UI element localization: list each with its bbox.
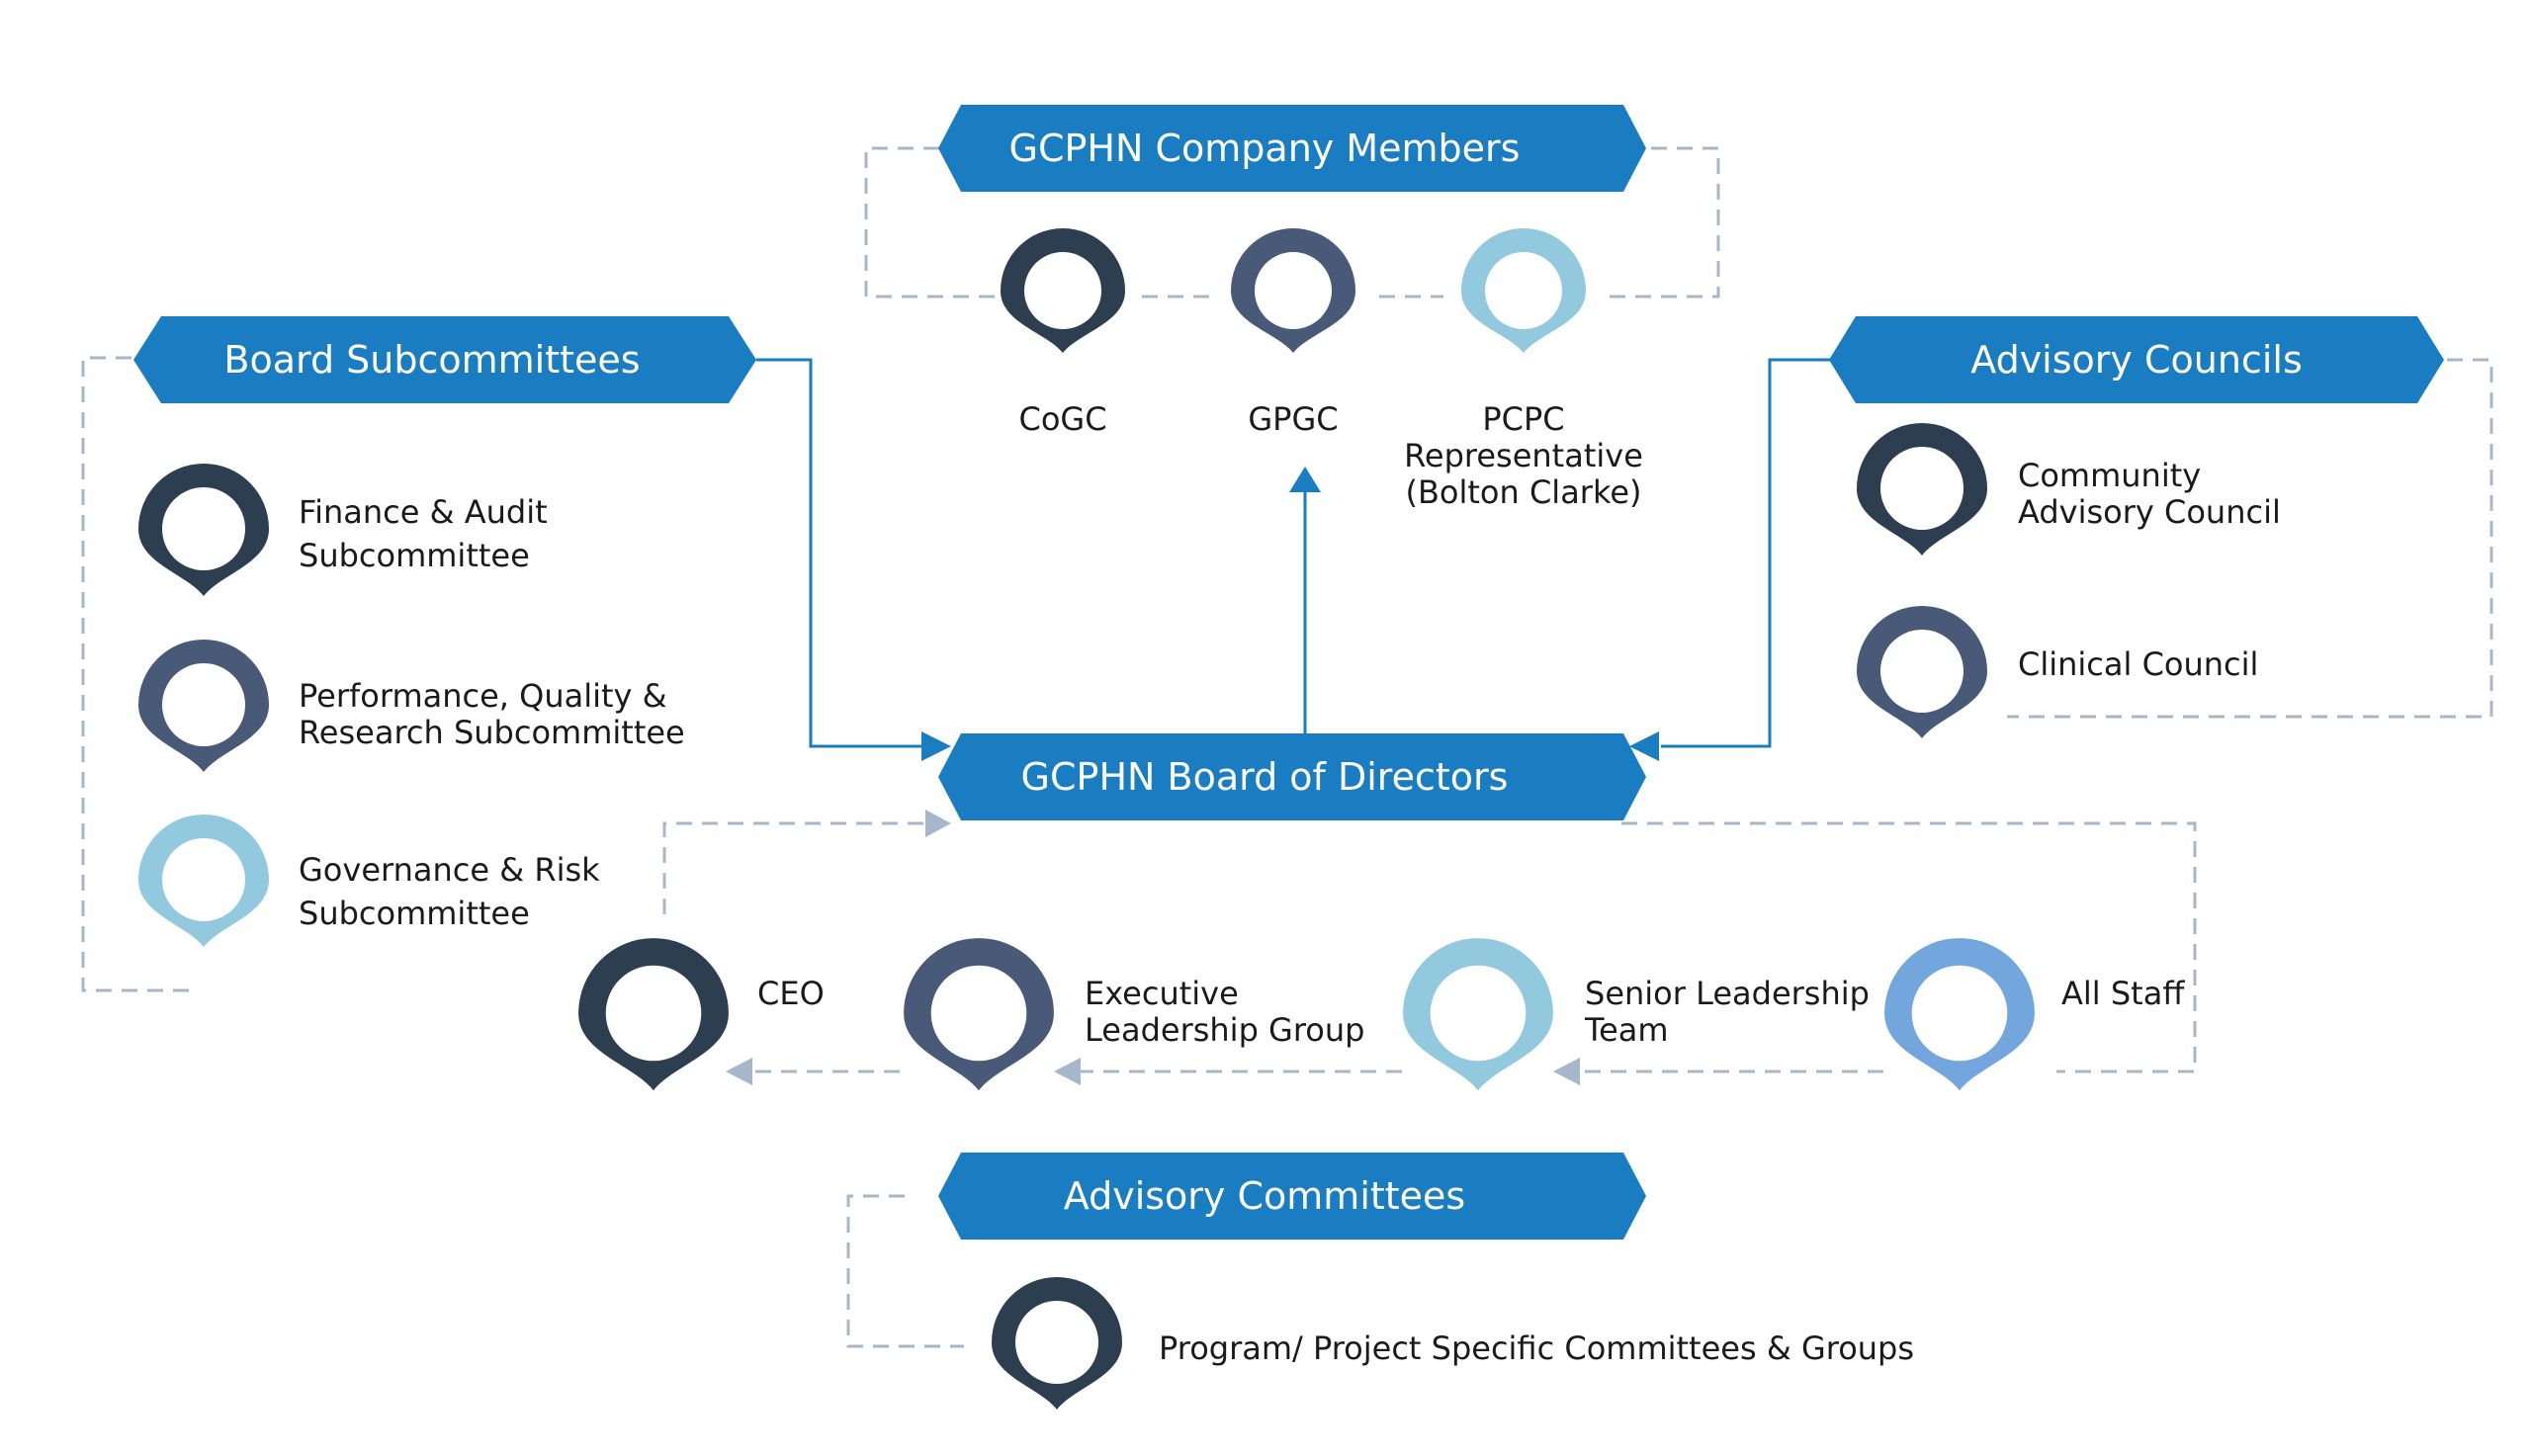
staff-all-label: All Staff (2061, 975, 2185, 1012)
arrow-to-ceo-icon (726, 1058, 752, 1085)
council-clinical: Clinical Council (1857, 606, 2258, 738)
committee-program: Program/ Project Specific Committees & G… (992, 1277, 1914, 1410)
board-to-all-staff-link (1621, 821, 2197, 1073)
pin-senior-icon (1403, 938, 1553, 1091)
subcommittee-governance-line1: Governance & Risk (299, 851, 600, 889)
member-gpgc-label: GPGC (1248, 400, 1338, 438)
staff-executive-line2: Leadership Group (1085, 1011, 1364, 1049)
staff-ceo-label: CEO (757, 975, 825, 1012)
banner-advisory-committees: Advisory Committees (938, 1153, 1646, 1240)
banner-company-members-label: GCPHN Company Members (1009, 127, 1521, 170)
member-pcpc-label-line3: (Bolton Clarke) (1405, 473, 1641, 511)
pin-gpgc-icon (1231, 228, 1355, 353)
banner-advisory-councils-label: Advisory Councils (1970, 338, 2303, 382)
subcommittee-finance-line2: Subcommittee (299, 537, 530, 574)
subcommittee-governance-line2: Subcommittee (299, 895, 530, 932)
banner-board-of-directors: GCPHN Board of Directors (938, 733, 1646, 820)
staff-senior-line1: Senior Leadership (1585, 975, 1870, 1012)
member-pcpc-label-line1: PCPC (1482, 400, 1564, 438)
dashed-arrowheads (726, 810, 1580, 1085)
staff-executive: Executive Leadership Group (904, 938, 1364, 1091)
member-gpgc: GPGC (1231, 228, 1355, 438)
pin-finance-icon (138, 464, 269, 596)
arrow-left-icon (1629, 731, 1659, 761)
subcommittee-performance-line1: Performance, Quality & (299, 677, 667, 715)
subcommittee-performance-line2: Research Subcommittee (299, 714, 685, 751)
council-clinical-label: Clinical Council (2018, 645, 2258, 683)
staff-senior: Senior Leadership Team (1403, 938, 1870, 1091)
banner-board-of-directors-label: GCPHN Board of Directors (1021, 755, 1509, 799)
staff-senior-line2: Team (1584, 1011, 1669, 1049)
pin-ceo-icon (578, 938, 729, 1091)
pin-community-icon (1857, 423, 1987, 556)
pin-governance-icon (138, 814, 269, 947)
committee-program-label: Program/ Project Specific Committees & G… (1159, 1329, 1914, 1367)
company-members-bracket-left (864, 146, 999, 299)
arrow-to-senior-icon (1553, 1058, 1580, 1085)
banner-company-members: GCPHN Company Members (938, 105, 1646, 192)
solid-connectors (756, 358, 1831, 748)
banner-advisory-councils: Advisory Councils (1829, 316, 2444, 403)
pin-clinical-icon (1857, 606, 1987, 738)
staff-executive-line1: Executive (1085, 975, 1239, 1012)
member-pcpc-label-line2: Representative (1404, 437, 1643, 474)
council-community-line1: Community (2018, 457, 2201, 494)
staff-ceo: CEO (578, 938, 825, 1091)
arrow-up-icon (1289, 467, 1321, 492)
subcommittees-to-board-line (756, 358, 929, 748)
pin-cogc-icon (1001, 228, 1125, 353)
member-cogc: CoGC (1001, 228, 1125, 438)
pin-pcpc-icon (1461, 228, 1586, 353)
pin-all-staff-icon (1884, 938, 2035, 1091)
arrow-to-board-icon (925, 810, 951, 837)
arrow-to-executive-icon (1054, 1058, 1081, 1085)
ceo-to-board-link (662, 821, 929, 914)
subcommittee-finance-line1: Finance & Audit (299, 493, 548, 531)
member-pcpc: PCPC Representative (Bolton Clarke) (1404, 228, 1643, 511)
subcommittee-performance: Performance, Quality & Research Subcommi… (138, 640, 685, 772)
council-community-line2: Advisory Council (2018, 493, 2281, 531)
banner-board-subcommittees: Board Subcommittees (133, 316, 756, 403)
pin-performance-icon (138, 640, 269, 772)
subcommittee-finance: Finance & Audit Subcommittee (138, 464, 548, 596)
subcommittee-governance: Governance & Risk Subcommittee (138, 814, 600, 947)
staff-all: All Staff (1884, 938, 2185, 1091)
pin-program-icon (992, 1277, 1122, 1410)
company-members-bracket-right (1602, 146, 1720, 299)
dashed-connectors (81, 146, 2493, 1348)
councils-to-board-line (1661, 358, 1831, 748)
banner-advisory-committees-label: Advisory Committees (1064, 1174, 1465, 1218)
solid-arrowheads (921, 467, 1659, 761)
advisory-councils-bracket (2007, 358, 2493, 719)
board-subcommittees-bracket (81, 356, 198, 992)
council-community: Community Advisory Council (1857, 423, 2281, 556)
banner-board-subcommittees-label: Board Subcommittees (223, 338, 640, 382)
member-cogc-label: CoGC (1018, 400, 1106, 438)
pin-executive-icon (904, 938, 1054, 1091)
advisory-committees-bracket (846, 1194, 964, 1348)
arrow-right-icon (921, 731, 951, 761)
